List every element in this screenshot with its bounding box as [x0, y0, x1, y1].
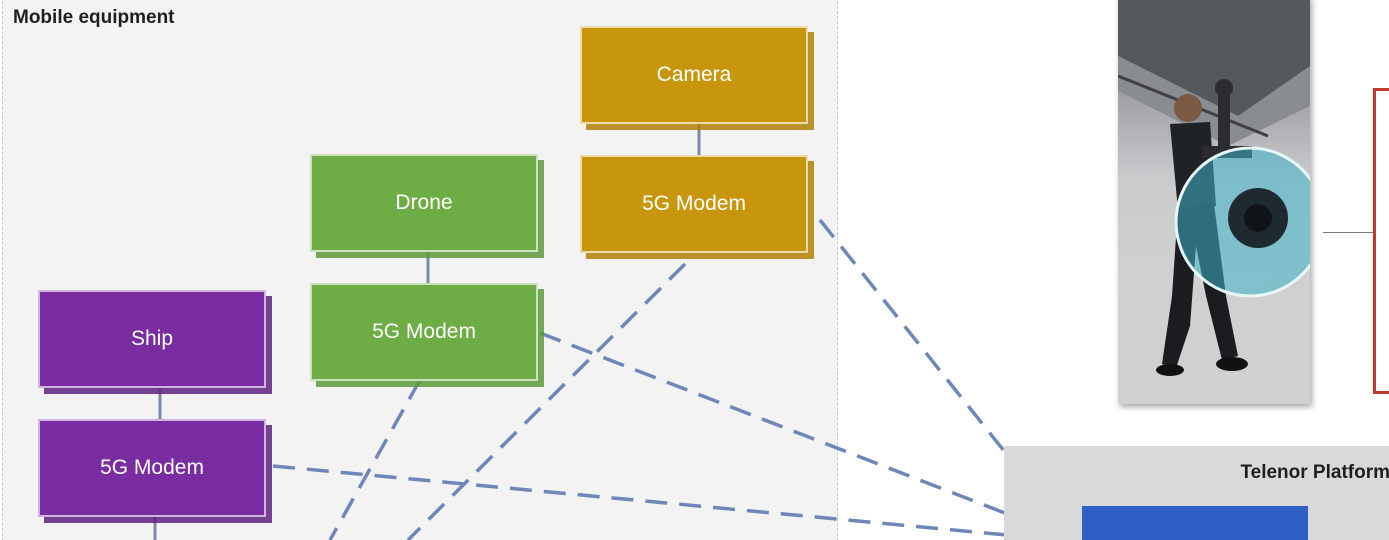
- ship-node-face: Ship: [38, 290, 266, 388]
- drone-node-face: Drone: [310, 154, 538, 252]
- drone-label: Drone: [395, 191, 453, 214]
- mobile-equipment-title: Mobile equipment: [13, 7, 175, 28]
- camera-modem-node: 5G Modem: [580, 155, 814, 259]
- photo-callout-line: [1323, 232, 1373, 233]
- ship-label: Ship: [130, 327, 174, 350]
- drone-modem-uplink: [539, 331, 1011, 517]
- camera-modem-downlink: [406, 262, 687, 540]
- ship-modem-face: 5G Modem: [38, 419, 266, 517]
- drone-modem-label: 5G Modem: [372, 320, 476, 343]
- ship-node: Ship: [38, 290, 272, 394]
- drone-modem-downlink: [328, 379, 422, 540]
- camera-modem-face: 5G Modem: [580, 155, 808, 253]
- ship-modem-label: 5G Modem: [100, 456, 204, 479]
- photo-illustration: [1118, 0, 1310, 404]
- camera-node-face: Camera: [580, 26, 808, 124]
- telenor-platform-panel: Telenor Platform: [1004, 446, 1389, 540]
- drone-node: Drone: [310, 154, 544, 258]
- ship-modem-node: 5G Modem: [38, 419, 272, 523]
- person-with-camera-rig-photo: [1118, 0, 1310, 404]
- telenor-platform-title: Telenor Platform: [1240, 462, 1389, 483]
- photo-callout-box: [1373, 88, 1389, 394]
- telenor-platform-block: [1082, 506, 1308, 540]
- camera-node: Camera: [580, 26, 814, 130]
- drone-modem-face: 5G Modem: [310, 283, 538, 381]
- ship-modem-uplink: [272, 464, 1061, 540]
- camera-modem-label: 5G Modem: [642, 192, 746, 215]
- camera-label: Camera: [656, 63, 732, 86]
- drone-modem-node: 5G Modem: [310, 283, 544, 387]
